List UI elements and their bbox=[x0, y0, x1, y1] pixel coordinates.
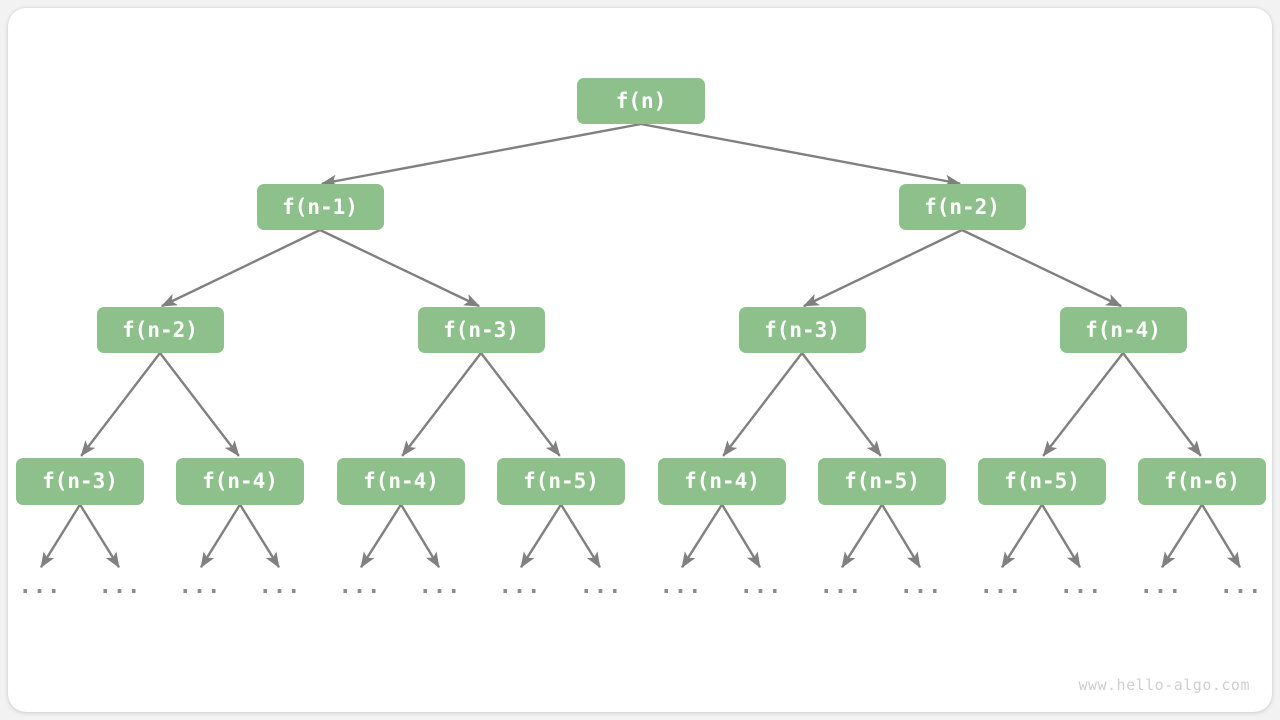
ellipsis-marker: ... bbox=[579, 574, 623, 599]
tree-edge bbox=[801, 352, 882, 457]
tree-edge bbox=[399, 503, 440, 569]
tree-node-label: f(n-2) bbox=[924, 194, 1000, 219]
tree-node: f(n-3) bbox=[417, 307, 545, 353]
watermark-label: www.hello-algo.com bbox=[1078, 676, 1250, 694]
tree-edge bbox=[520, 503, 563, 569]
ellipsis-marker: ... bbox=[338, 574, 382, 599]
tree-edge bbox=[401, 352, 482, 457]
tree-node-label: f(n-5) bbox=[844, 468, 920, 493]
tree-edge bbox=[802, 228, 963, 308]
tree-node-label: f(n-5) bbox=[523, 468, 599, 493]
tree-node: f(n-5) bbox=[978, 457, 1106, 505]
tree-node-label: f(n-3) bbox=[443, 317, 519, 342]
tree-edge bbox=[1200, 503, 1241, 569]
tree-node: f(n-2) bbox=[898, 184, 1026, 230]
ellipsis-marker: ... bbox=[258, 574, 302, 599]
tree-edge bbox=[1001, 503, 1044, 569]
tree-node: f(n-4) bbox=[658, 457, 786, 505]
tree-node-label: f(n-4) bbox=[202, 468, 278, 493]
ellipsis-marker: ... bbox=[819, 574, 863, 599]
tree-edge bbox=[200, 503, 242, 569]
ellipsis-marker: ... bbox=[1219, 574, 1263, 599]
tree-node: f(n-4) bbox=[176, 457, 304, 505]
tree-node-label: f(n-6) bbox=[1164, 468, 1240, 493]
tree-node: f(n-2) bbox=[96, 307, 224, 353]
tree-edge bbox=[559, 503, 601, 569]
ellipsis-marker: ... bbox=[659, 574, 703, 599]
tree-node-label: f(n-3) bbox=[42, 468, 118, 493]
tree-edge bbox=[681, 503, 724, 569]
tree-edge bbox=[722, 352, 803, 457]
ellipsis-marker: ... bbox=[178, 574, 222, 599]
tree-node-label: f(n-4) bbox=[363, 468, 439, 493]
tree-edge bbox=[159, 352, 240, 457]
tree-edge bbox=[1122, 352, 1202, 457]
tree-node: f(n-4) bbox=[1059, 307, 1187, 353]
tree-node-label: f(n-3) bbox=[764, 317, 840, 342]
tree-node: f(n-3) bbox=[16, 457, 144, 505]
tree-node: f(n-5) bbox=[818, 457, 946, 505]
diagram-card: f(n) f(n-1) f(n-2) f(n-2) f(n-3) f(n-3) f(n-4)… bbox=[8, 8, 1272, 712]
ellipsis-marker: ... bbox=[1139, 574, 1183, 599]
tree-node-label: f(n-2) bbox=[122, 317, 198, 342]
tree-node: f(n-1) bbox=[256, 184, 384, 230]
tree-node-label: f(n-4) bbox=[1085, 317, 1161, 342]
tree-node: f(n-4) bbox=[337, 457, 465, 505]
tree-edge bbox=[841, 503, 884, 569]
tree-edge bbox=[40, 503, 82, 569]
tree-edge bbox=[880, 503, 921, 569]
tree-edge bbox=[360, 503, 403, 569]
tree-node: f(n) bbox=[577, 78, 705, 124]
tree-node: f(n-3) bbox=[738, 307, 866, 353]
ellipsis-marker: ... bbox=[98, 574, 142, 599]
ellipsis-marker: ... bbox=[18, 574, 62, 599]
ellipsis-marker: ... bbox=[899, 574, 943, 599]
tree-edge bbox=[961, 228, 1123, 308]
tree-edge bbox=[640, 122, 961, 188]
ellipsis-marker: ... bbox=[498, 574, 542, 599]
tree-edge bbox=[321, 122, 642, 188]
tree-edge bbox=[1042, 352, 1124, 457]
tree-edge bbox=[319, 228, 481, 308]
tree-edge bbox=[1161, 503, 1204, 569]
tree-node-label: f(n-1) bbox=[282, 194, 358, 219]
tree-node: f(n-6) bbox=[1138, 457, 1266, 505]
tree-node-label: f(n-4) bbox=[684, 468, 760, 493]
ellipsis-marker: ... bbox=[739, 574, 783, 599]
tree-edge bbox=[720, 503, 761, 569]
tree-edge bbox=[238, 503, 280, 569]
tree-node-label: f(n-5) bbox=[1004, 468, 1080, 493]
ellipsis-marker: ... bbox=[1059, 574, 1103, 599]
tree-edge bbox=[80, 352, 161, 457]
ellipsis-marker: ... bbox=[418, 574, 462, 599]
tree-edge bbox=[480, 352, 561, 457]
ellipsis-marker: ... bbox=[979, 574, 1023, 599]
tree-node: f(n-5) bbox=[497, 457, 625, 505]
tree-edge bbox=[78, 503, 120, 569]
tree-edge bbox=[1040, 503, 1081, 569]
tree-edge bbox=[160, 228, 321, 308]
tree-node-label: f(n) bbox=[615, 88, 667, 113]
